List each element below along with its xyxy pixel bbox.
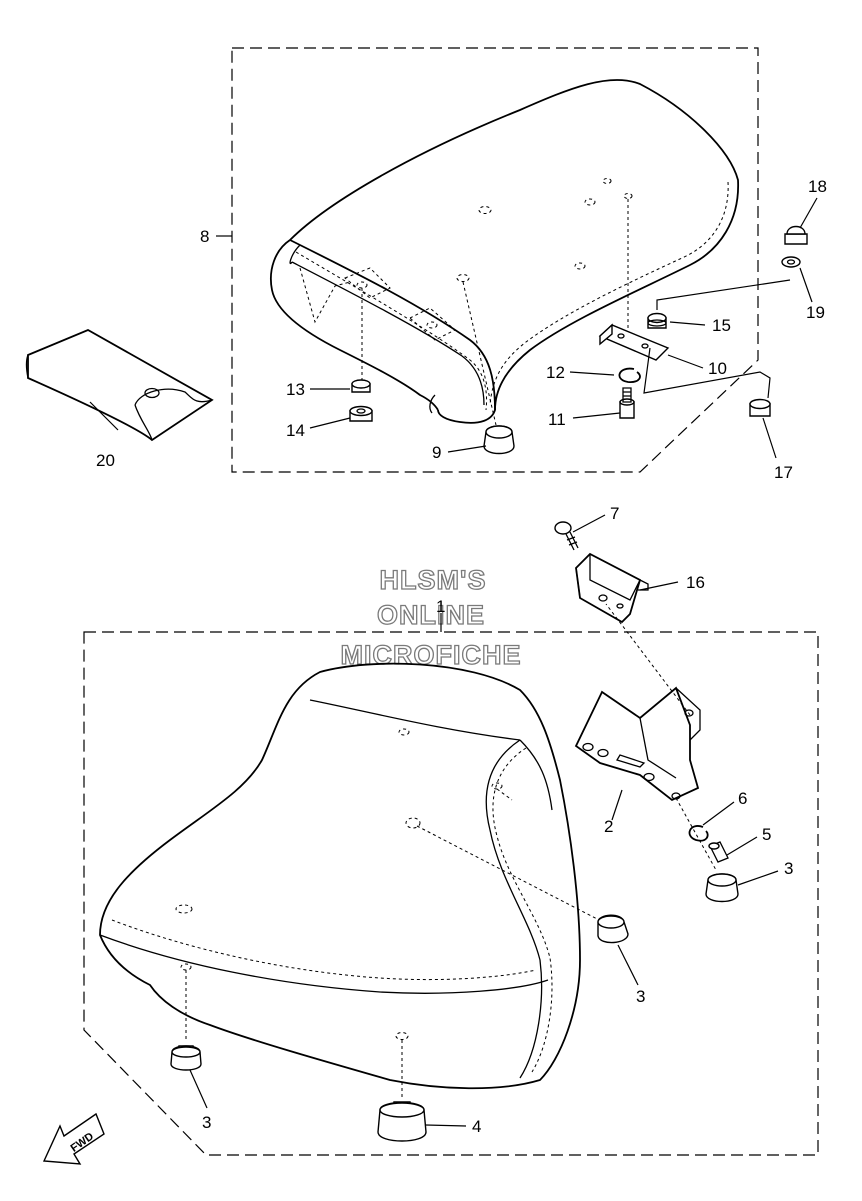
callout-2: 2 [604,817,613,836]
callout-15: 15 [712,316,731,335]
front-seat [99,662,604,1100]
callout-13: 13 [286,380,305,399]
callout-numbers: 1 2 3 3 3 4 5 6 7 8 9 10 11 12 13 14 15 … [96,177,827,1136]
callout-18: 18 [808,177,827,196]
watermark-line-2: ONLINE [377,600,485,630]
callout-20: 20 [96,451,115,470]
front-seat-assembly-boundary [83,631,819,1156]
callout-3-left: 3 [202,1113,211,1132]
lower-leaders [189,514,779,1127]
callout-10: 10 [708,359,727,378]
rear-seat-assembly-boundary [231,47,759,473]
seat-bracket [574,603,717,871]
callout-5: 5 [762,825,771,844]
callout-11: 11 [548,410,566,429]
callout-3-right: 3 [784,859,793,878]
forward-direction-arrow: FWD [42,1112,105,1165]
callout-1: 1 [436,597,445,616]
callout-7: 7 [610,504,619,523]
rear-seat-hardware [349,225,808,455]
callout-6: 6 [738,789,747,808]
front-seat-hardware [170,825,739,1142]
watermark: HLSM'S ONLINE MICROFICHE [340,564,521,670]
callout-8: 8 [200,227,209,246]
callout-17: 17 [774,463,793,482]
callout-12: 12 [546,363,565,382]
upper-seat-bracket [554,521,649,624]
callout-16: 16 [686,573,705,592]
callout-9: 9 [432,443,441,462]
upper-leaders [89,197,818,459]
callout-19: 19 [806,303,825,322]
watermark-line-1: HLSM'S [380,565,487,595]
seat-cover [25,329,214,442]
callout-3-center: 3 [636,987,645,1006]
callout-4: 4 [472,1117,481,1136]
callout-14: 14 [286,421,305,440]
rear-seat [270,79,739,426]
